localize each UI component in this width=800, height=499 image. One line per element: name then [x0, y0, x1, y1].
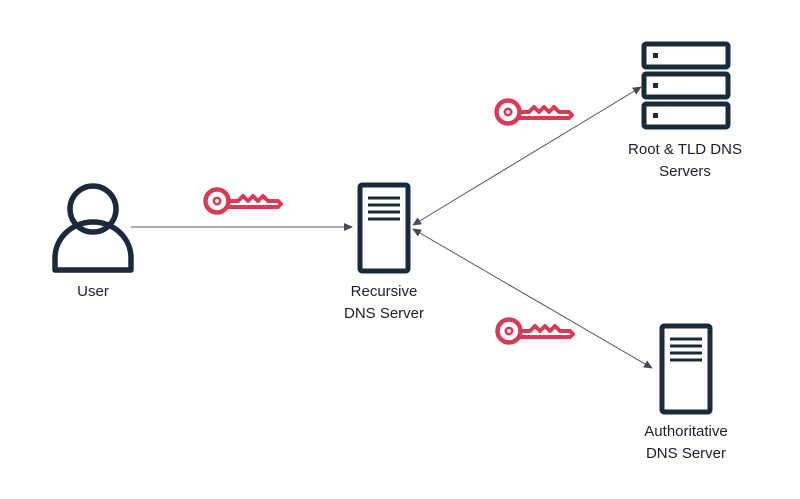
recursive-label-line1: Recursive: [350, 283, 418, 300]
recursive-server-icon: [357, 182, 411, 274]
recursive-dns-server-label: Recursive DNS Server: [344, 281, 424, 325]
key-icon: [206, 190, 282, 213]
authoritative-server-icon: [659, 323, 713, 415]
key-icon: [498, 320, 574, 343]
root-tld-servers-label: Root & TLD DNS Servers: [628, 139, 742, 183]
recursive-root-connector: [412, 86, 642, 226]
auth-label-line1: Authoritative: [644, 423, 728, 440]
authoritative-dns-server-label: Authoritative DNS Server: [644, 421, 727, 465]
root-label-line1: Root & TLD DNS: [628, 141, 742, 158]
auth-label-line2: DNS Server: [645, 445, 727, 462]
server-stack-icon: [641, 41, 731, 130]
root-label-line2: Servers: [659, 163, 711, 180]
recursive-authoritative-connector: [412, 228, 653, 369]
user-icon: [52, 183, 134, 273]
key-icon: [497, 101, 573, 124]
user-label: User: [77, 281, 109, 303]
recursive-label-line2: DNS Server: [343, 305, 425, 322]
user-label-text: User: [77, 283, 109, 300]
